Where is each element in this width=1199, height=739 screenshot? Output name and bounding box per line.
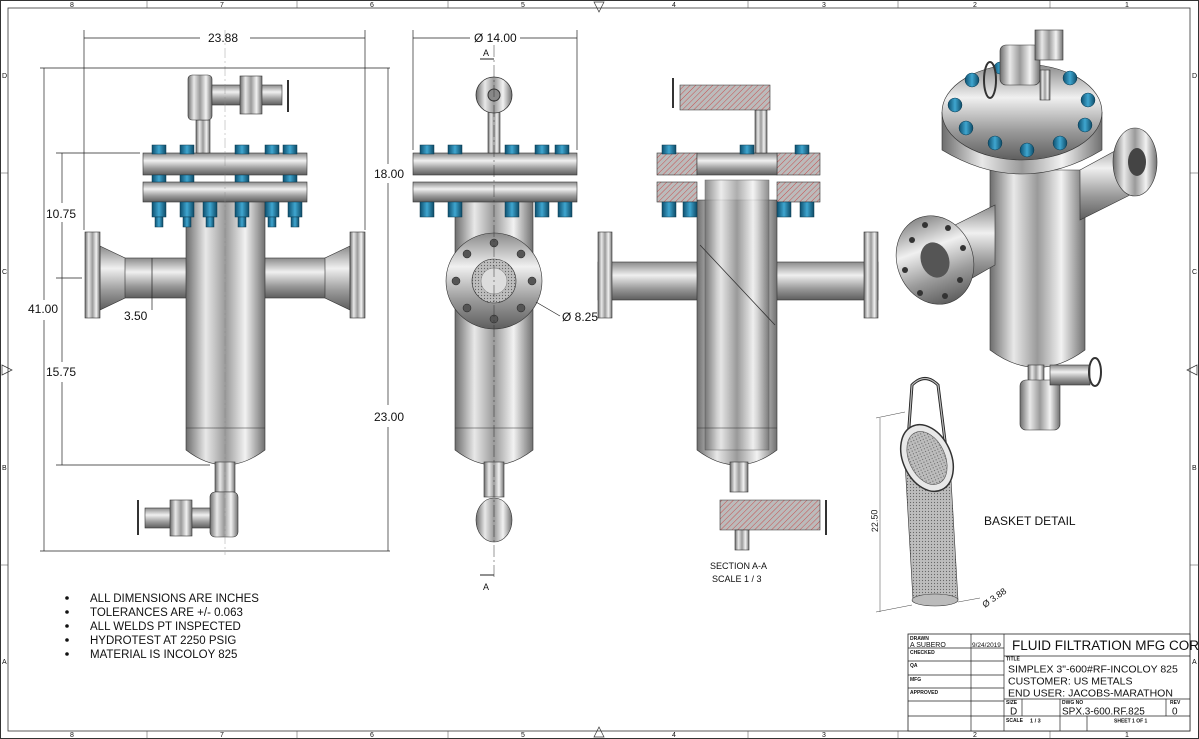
vent-valve xyxy=(187,74,289,154)
front-view xyxy=(84,30,366,555)
dim-body-length: 23.00 xyxy=(374,410,404,424)
title-block: DRAWN A SUBERO 9/24/2019 CHECKED QA MFG … xyxy=(907,633,1199,732)
dim-overall-height: 41.00 xyxy=(28,302,58,316)
checked-label: CHECKED xyxy=(910,650,935,656)
zone-label: B xyxy=(1192,465,1197,472)
zone-label: 8 xyxy=(70,2,74,9)
scale-label: SCALE xyxy=(1006,718,1024,724)
drain-valve xyxy=(137,491,239,538)
note-item: TOLERANCES ARE +/- 0.063 xyxy=(65,607,243,619)
zone-label: 6 xyxy=(370,732,374,739)
zone-label: 2 xyxy=(973,2,977,9)
revision: 0 xyxy=(1172,707,1178,718)
note-item: HYDROTEST AT 2250 PSIG xyxy=(65,635,236,647)
zone-label: 2 xyxy=(973,732,977,739)
note-text: ALL DIMENSIONS ARE INCHES xyxy=(90,593,259,605)
dwg-no: SPX.3-600.RF.825 xyxy=(1062,707,1145,718)
drawing-title: SIMPLEX 3"-600#RF-INCOLOY 825 xyxy=(1008,664,1178,676)
section-marker-bottom: A xyxy=(483,582,489,592)
dim-nozzle: 3.50 xyxy=(124,309,148,323)
zone-label: 1 xyxy=(1125,2,1129,9)
zone-label: 6 xyxy=(370,2,374,9)
note-text: TOLERANCES ARE +/- 0.063 xyxy=(90,607,243,619)
zone-label: C xyxy=(1192,269,1197,276)
zone-label: 8 xyxy=(70,732,74,739)
zone-label: 5 xyxy=(521,2,525,9)
flange-bolts xyxy=(947,61,1096,158)
dim-basket-length: 22.50 xyxy=(869,509,880,532)
zone-label: 3 xyxy=(822,2,826,9)
section-scale: SCALE 1 / 3 xyxy=(712,574,762,584)
note-text: MATERIAL IS INCOLOY 825 xyxy=(90,649,237,661)
end-user: END USER: JACOBS-MARATHON xyxy=(1008,688,1173,700)
dwg-no-label: DWG NO xyxy=(1062,700,1083,706)
dim-nozzle-flange-diameter: Ø 8.25 xyxy=(562,310,598,324)
side-view-dimension-lines xyxy=(412,30,578,317)
dim-basket-diameter: Ø 3.88 xyxy=(980,586,1008,610)
dim-lower: 15.75 xyxy=(46,365,76,379)
zone-label: 4 xyxy=(672,2,676,9)
zone-label: D xyxy=(2,73,7,80)
note-text: HYDROTEST AT 2250 PSIG xyxy=(90,635,236,647)
zone-label: A xyxy=(2,659,7,666)
note-item: MATERIAL IS INCOLOY 825 xyxy=(65,649,237,661)
flange-bolts xyxy=(151,144,303,228)
flange-bolts xyxy=(419,144,573,218)
front-view-dimension-lines xyxy=(40,30,390,552)
mfg-label: MFG xyxy=(910,677,921,683)
flange-bolts xyxy=(661,144,815,218)
drawn-date: 9/24/2019 xyxy=(972,642,1001,649)
section-view xyxy=(597,78,879,551)
qa-label: QA xyxy=(910,663,918,669)
basket-detail xyxy=(875,377,981,613)
zone-label: D xyxy=(1192,73,1197,80)
zone-label: C xyxy=(2,269,7,276)
zone-label: 7 xyxy=(220,732,224,739)
zone-label: B xyxy=(2,465,7,472)
zone-label: 5 xyxy=(521,732,525,739)
note-item: ALL DIMENSIONS ARE INCHES xyxy=(65,593,259,605)
isometric-view xyxy=(895,29,1158,431)
size-label: SIZE xyxy=(1006,700,1018,706)
dim-upper: 10.75 xyxy=(46,207,76,221)
zone-label: 1 xyxy=(1125,732,1129,739)
note-item: ALL WELDS PT INSPECTED xyxy=(65,621,241,633)
zone-label: 7 xyxy=(220,2,224,9)
scale-value: 1 / 3 xyxy=(1030,719,1041,725)
note-text: ALL WELDS PT INSPECTED xyxy=(90,621,241,633)
zone-label: 4 xyxy=(672,732,676,739)
customer: CUSTOMER: US METALS xyxy=(1008,676,1132,688)
section-marker-top: A xyxy=(483,48,489,58)
side-view xyxy=(412,45,578,580)
section-title: SECTION A-A xyxy=(710,561,767,571)
drawn-by: A SUBERO xyxy=(910,642,946,649)
dim-flange-height: 18.00 xyxy=(374,167,404,181)
company-name: FLUID FILTRATION MFG CORP xyxy=(1012,638,1199,653)
rev-label: REV xyxy=(1170,700,1181,706)
title-label: TITLE xyxy=(1006,657,1021,663)
basket-detail-label: BASKET DETAIL xyxy=(984,514,1076,528)
dim-flange-diameter: Ø 14.00 xyxy=(474,31,517,45)
general-notes: ALL DIMENSIONS ARE INCHES TOLERANCES ARE… xyxy=(65,593,259,661)
sheet-size: D xyxy=(1010,707,1017,718)
zone-label: 3 xyxy=(822,732,826,739)
zone-label: A xyxy=(1192,659,1197,666)
drawn-label: DRAWN xyxy=(910,636,929,642)
dim-overall-width: 23.88 xyxy=(208,31,238,45)
sheet-number: SHEET 1 OF 1 xyxy=(1114,719,1148,725)
approved-label: APPROVED xyxy=(910,690,938,696)
